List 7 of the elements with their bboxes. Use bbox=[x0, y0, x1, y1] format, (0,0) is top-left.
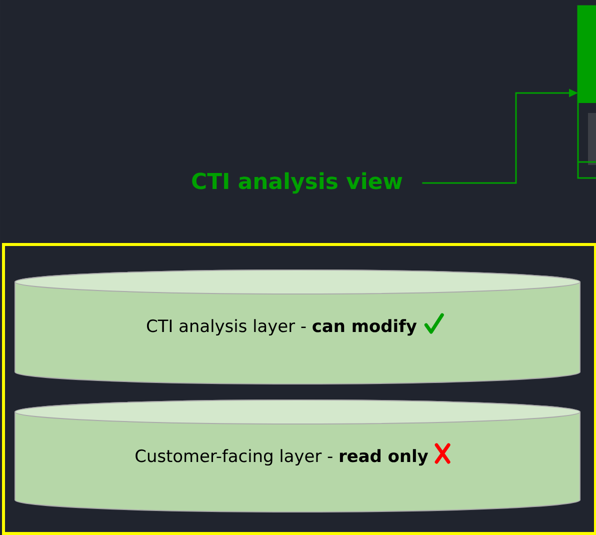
layer-cylinder bbox=[14, 269, 580, 384]
layer-text: Customer-facing layer - read only bbox=[136, 449, 428, 466]
layer-cylinder bbox=[14, 399, 580, 512]
panel-drawing bbox=[577, 5, 596, 179]
layer-text: CTI analysis layer - can modify bbox=[147, 319, 417, 336]
view-label: CTI analysis view bbox=[192, 172, 402, 194]
frame-box bbox=[2, 242, 596, 535]
